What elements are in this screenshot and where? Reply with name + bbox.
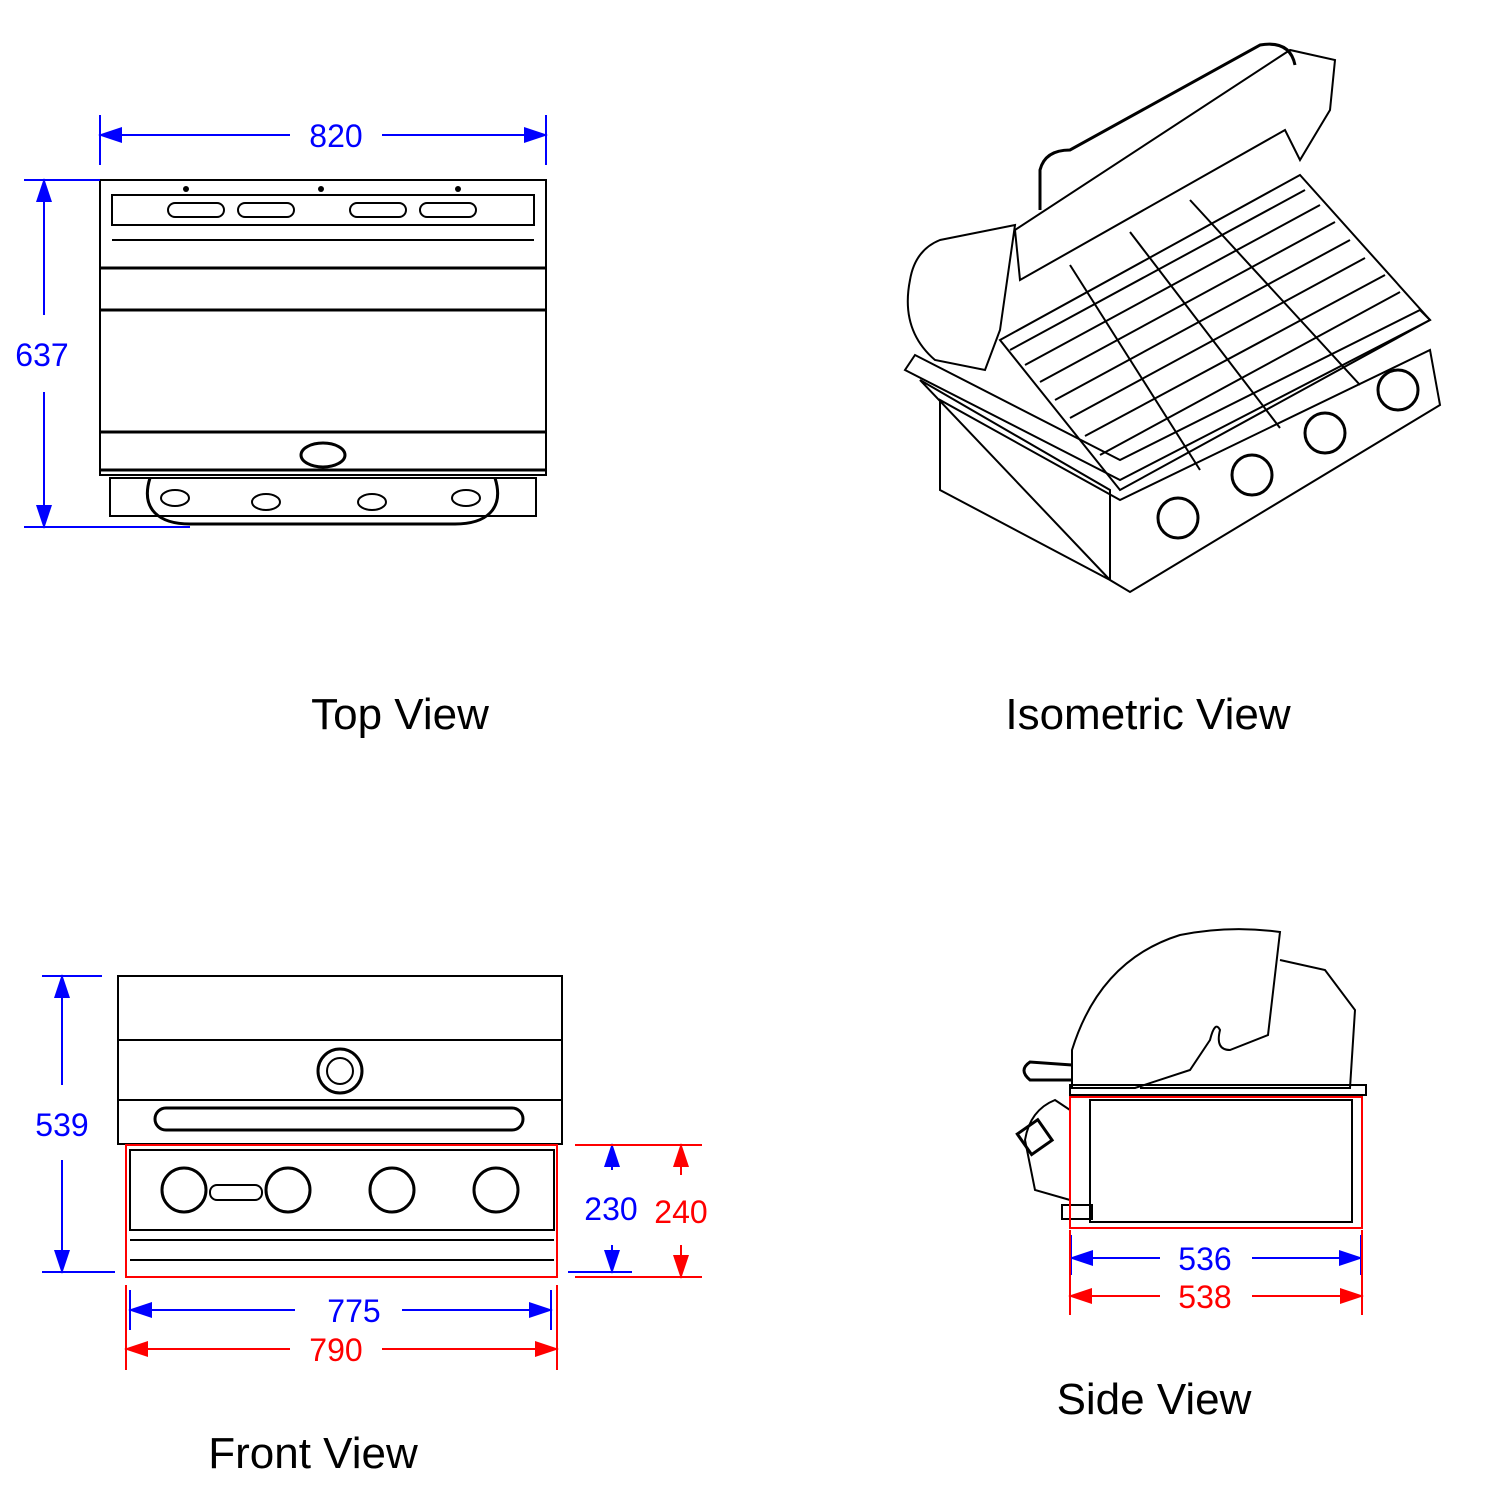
lid-handle (153, 1106, 525, 1132)
isometric-view-label: Isometric View (1005, 690, 1290, 739)
top-view-label: Top View (311, 690, 489, 739)
side-view: 536 538 Side View (1015, 928, 1367, 1424)
lid-handle (1038, 42, 1297, 210)
handle (1022, 1060, 1073, 1082)
outer-height-dimension: 240 (654, 1194, 707, 1230)
control-knob (1015, 1117, 1055, 1157)
inner-height-dimension: 230 (584, 1191, 637, 1227)
cutout-outline (1069, 1096, 1363, 1229)
front-view: 539 230 240 775 790 Front View (35, 974, 708, 1478)
inner-depth-dimension: 536 (1178, 1241, 1231, 1277)
top-width-dimension: 820 (309, 118, 362, 154)
cutout-outline (125, 1144, 558, 1278)
front-height-dimension: 539 (35, 1107, 88, 1143)
handle (145, 477, 500, 526)
temperature-gauge (299, 441, 347, 469)
front-view-drawing (117, 975, 563, 1261)
control-knobs (1156, 368, 1420, 540)
side-view-drawing (1015, 928, 1367, 1223)
top-depth-dimension: 637 (15, 337, 68, 373)
vent-slots (167, 202, 477, 218)
front-view-label: Front View (208, 1429, 418, 1478)
grill-grates (1009, 189, 1401, 471)
side-view-label: Side View (1057, 1375, 1252, 1424)
top-view-drawing (99, 179, 547, 526)
temperature-gauge (316, 1047, 364, 1095)
outer-width-dimension: 790 (309, 1332, 362, 1368)
isometric-drawing (903, 42, 1442, 594)
inner-width-dimension: 775 (327, 1293, 380, 1329)
outer-depth-dimension: 538 (1178, 1279, 1231, 1315)
control-knobs (160, 1166, 520, 1214)
top-view: 820 637 Top View (15, 115, 548, 739)
isometric-view: Isometric View (903, 42, 1442, 739)
